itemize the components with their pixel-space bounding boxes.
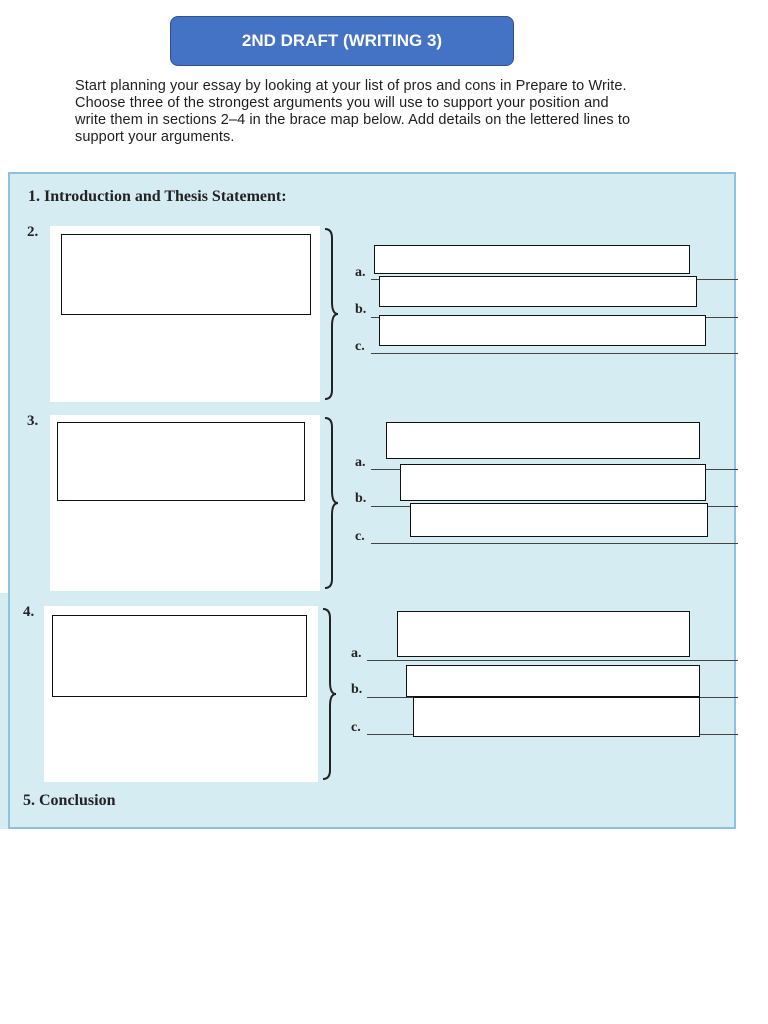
instruction-line: support your arguments. bbox=[75, 129, 235, 145]
detail-letter-2a: a. bbox=[355, 265, 366, 280]
detail-box-3a[interactable] bbox=[386, 422, 700, 459]
detail-letter-2c: c. bbox=[355, 339, 365, 354]
brace-4 bbox=[322, 608, 337, 780]
brace-2 bbox=[324, 228, 339, 400]
detail-letter-4a: a. bbox=[351, 646, 362, 661]
conclusion-heading: 5. Conclusion bbox=[23, 792, 116, 809]
detail-box-2c[interactable] bbox=[379, 315, 706, 346]
instruction-line: write them in sections 2–4 in the brace … bbox=[75, 112, 631, 128]
detail-letter-3c: c. bbox=[355, 529, 365, 544]
argument-box-2[interactable] bbox=[61, 234, 311, 315]
brace-3 bbox=[324, 417, 339, 589]
argument-box-3[interactable] bbox=[57, 422, 305, 501]
detail-letter-2b: b. bbox=[355, 302, 367, 317]
page-title: 2ND DRAFT (WRITING 3) bbox=[241, 31, 443, 50]
title-banner: 2ND DRAFT (WRITING 3) bbox=[170, 16, 514, 66]
section-number-4: 4. bbox=[23, 604, 35, 620]
intro-heading: 1. Introduction and Thesis Statement: bbox=[28, 188, 287, 205]
panel-edge bbox=[0, 593, 10, 829]
detail-box-4c[interactable] bbox=[413, 697, 700, 737]
detail-box-2b[interactable] bbox=[379, 276, 697, 307]
argument-box-4[interactable] bbox=[52, 615, 307, 697]
detail-line-2c bbox=[371, 353, 738, 354]
detail-box-3c[interactable] bbox=[410, 503, 708, 537]
detail-letter-3a: a. bbox=[355, 455, 366, 470]
section-number-2: 2. bbox=[27, 224, 39, 240]
instructions: Start planning your essay by looking at … bbox=[75, 78, 715, 146]
instruction-line: Start planning your essay by looking at … bbox=[75, 78, 627, 94]
detail-box-2a[interactable] bbox=[374, 245, 690, 274]
detail-letter-4c: c. bbox=[351, 720, 361, 735]
detail-letter-4b: b. bbox=[351, 682, 363, 697]
instruction-line: Choose three of the strongest arguments … bbox=[75, 95, 609, 111]
detail-box-4a[interactable] bbox=[397, 611, 690, 657]
detail-box-3b[interactable] bbox=[400, 464, 706, 501]
detail-letter-3b: b. bbox=[355, 491, 367, 506]
detail-line-3c bbox=[371, 543, 738, 544]
detail-line-4a bbox=[367, 660, 738, 661]
detail-box-4b[interactable] bbox=[406, 665, 700, 697]
section-number-3: 3. bbox=[27, 413, 39, 429]
